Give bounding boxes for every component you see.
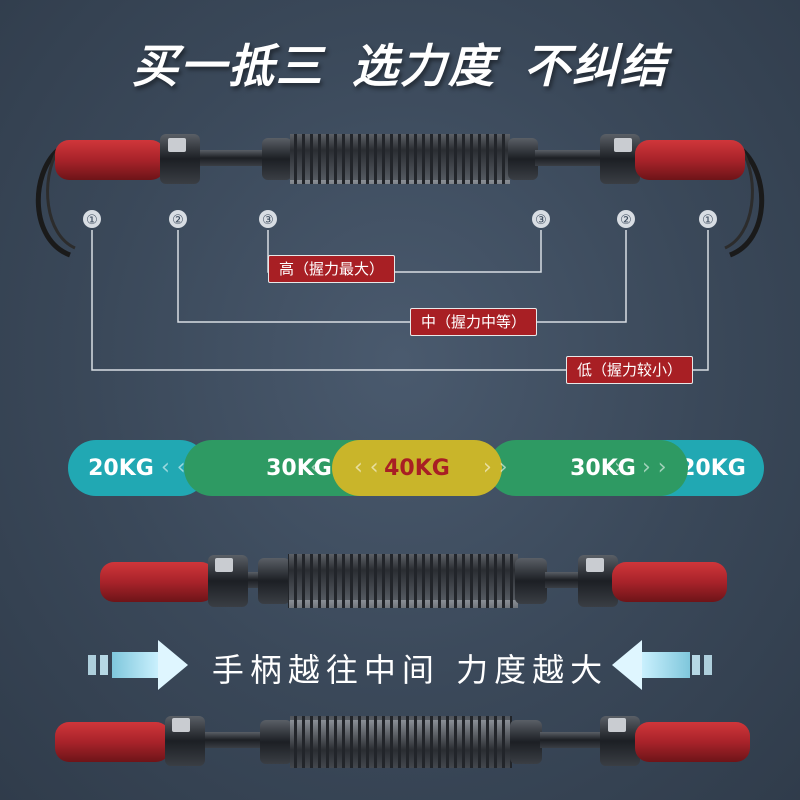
middle-arm-blaster [100, 554, 727, 608]
intensity-bar: 20KG 30KG 20KG 30KG 40KG ‹ ‹ ‹ ‹ ‹ › › ›… [68, 440, 764, 496]
bottom-arm-blaster [55, 716, 750, 768]
chevron-left-icon: ‹ [310, 455, 319, 480]
left-arrow-icon [88, 640, 188, 690]
position-markers [83, 210, 717, 228]
level-label-high: 高（握力最大） [268, 255, 396, 283]
intensity-value-4: 30KG [570, 455, 636, 481]
intensity-value-2: 30KG [266, 455, 332, 481]
right-arrow-icon [612, 640, 712, 690]
level-connector-lines [91, 230, 709, 371]
intensity-value-5: 20KG [680, 455, 746, 481]
marker-right-2: ② [620, 213, 632, 228]
marker-left-3: ③ [262, 213, 274, 228]
headline: 买一抵三选力度不纠结 [0, 30, 800, 96]
headline-part-1: 买一抵三 [132, 39, 324, 93]
chevron-left-icon: ‹ ‹ [354, 455, 379, 480]
intensity-segment-4: 30KG [488, 440, 688, 496]
marker-right-1: ① [702, 213, 714, 228]
chevron-right-icon: › [614, 455, 623, 480]
intensity-value-3: 40KG [384, 455, 450, 481]
headline-part-3: 不纠结 [524, 39, 668, 93]
chevron-left-icon: ‹ ‹ [161, 455, 186, 480]
intensity-value-1: 20KG [88, 455, 154, 481]
marker-right-3: ③ [535, 213, 547, 228]
headline-part-2: 选力度 [352, 39, 496, 93]
level-label-mid: 中（握力中等） [410, 308, 538, 336]
intensity-segment-3: 40KG [332, 440, 502, 496]
top-arm-blaster [35, 134, 765, 258]
marker-left-1: ① [86, 213, 98, 228]
chevron-right-icon: › › [642, 455, 667, 480]
level-label-low: 低（握力较小） [566, 356, 694, 384]
slogan: 手柄越往中间 力度越大 [211, 651, 609, 689]
marker-left-2: ② [172, 213, 184, 228]
chevron-right-icon: › › [483, 455, 508, 480]
